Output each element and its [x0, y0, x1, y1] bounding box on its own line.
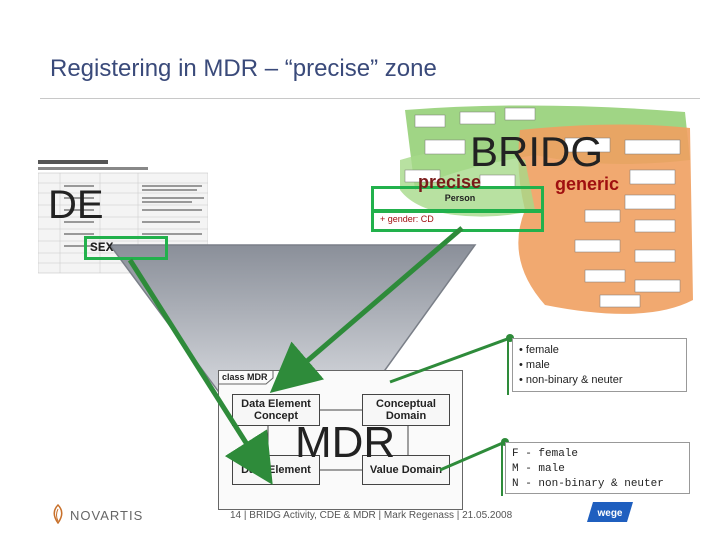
wege-logo-badge: wege	[587, 502, 633, 522]
code-value: N - non-binary & neuter	[512, 478, 664, 490]
de-highlight-box	[84, 236, 168, 260]
person-gender-attribute: + gender: CD	[380, 214, 434, 224]
precise-zone-label: precise	[418, 172, 482, 192]
slide-title: Registering in MDR – “precise” zone	[50, 55, 437, 82]
permissible-value: • female	[519, 344, 559, 356]
class-diagram-caption: class MDR	[222, 372, 268, 382]
permissible-values-list: • female • male • non-binary & neuter	[512, 338, 687, 392]
wege-logo-text: wege	[596, 508, 622, 519]
person-class-name: Person	[444, 193, 476, 203]
mdr-label: MDR	[295, 418, 396, 467]
code-values-list: F - female M - male N - non-binary & neute…	[505, 442, 690, 494]
uml-conceptual-domain: Conceptual Domain	[362, 394, 450, 426]
title-divider	[40, 98, 700, 99]
uml-data-element-concept: Data Element Concept	[232, 394, 320, 426]
bridg-model-background	[400, 105, 693, 314]
slide-footer: 14 | BRIDG Activity, CDE & MDR | Mark Re…	[230, 510, 513, 521]
permissible-value: • male	[519, 359, 550, 371]
generic-zone-label: generic	[555, 174, 620, 194]
novartis-logo-icon	[53, 504, 63, 524]
novartis-logo-text: NOVARTIS	[70, 508, 144, 523]
bridg-label: BRIDG	[470, 128, 604, 175]
code-value: M - male	[512, 463, 565, 475]
code-value: F - female	[512, 448, 579, 460]
permissible-value: • non-binary & neuter	[519, 374, 623, 386]
de-label: DE	[48, 183, 104, 227]
sex-field-label: SEX	[90, 240, 114, 255]
uml-value-domain: Value Domain	[362, 455, 450, 485]
